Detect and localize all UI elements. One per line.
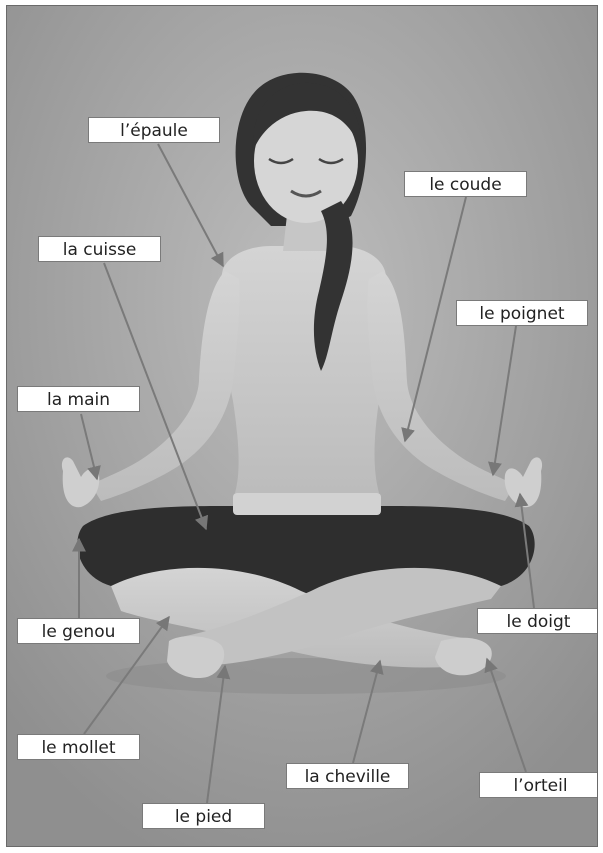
illustration-frame: l’épaule le coude la cuisse le poignet l… bbox=[6, 5, 598, 847]
label-knee: le genou bbox=[17, 618, 140, 644]
label-calf: le mollet bbox=[17, 734, 140, 760]
label-hand: la main bbox=[17, 386, 140, 412]
label-toe: l’orteil bbox=[479, 772, 598, 798]
label-shoulder: l’épaule bbox=[88, 117, 220, 143]
label-wrist: le poignet bbox=[456, 300, 588, 326]
label-elbow: le coude bbox=[404, 171, 527, 197]
waistband bbox=[233, 493, 381, 515]
label-thigh: la cuisse bbox=[38, 236, 161, 262]
torso bbox=[220, 246, 390, 493]
label-foot: le pied bbox=[142, 803, 265, 829]
label-finger: le doigt bbox=[477, 608, 598, 634]
label-ankle: la cheville bbox=[286, 763, 409, 789]
